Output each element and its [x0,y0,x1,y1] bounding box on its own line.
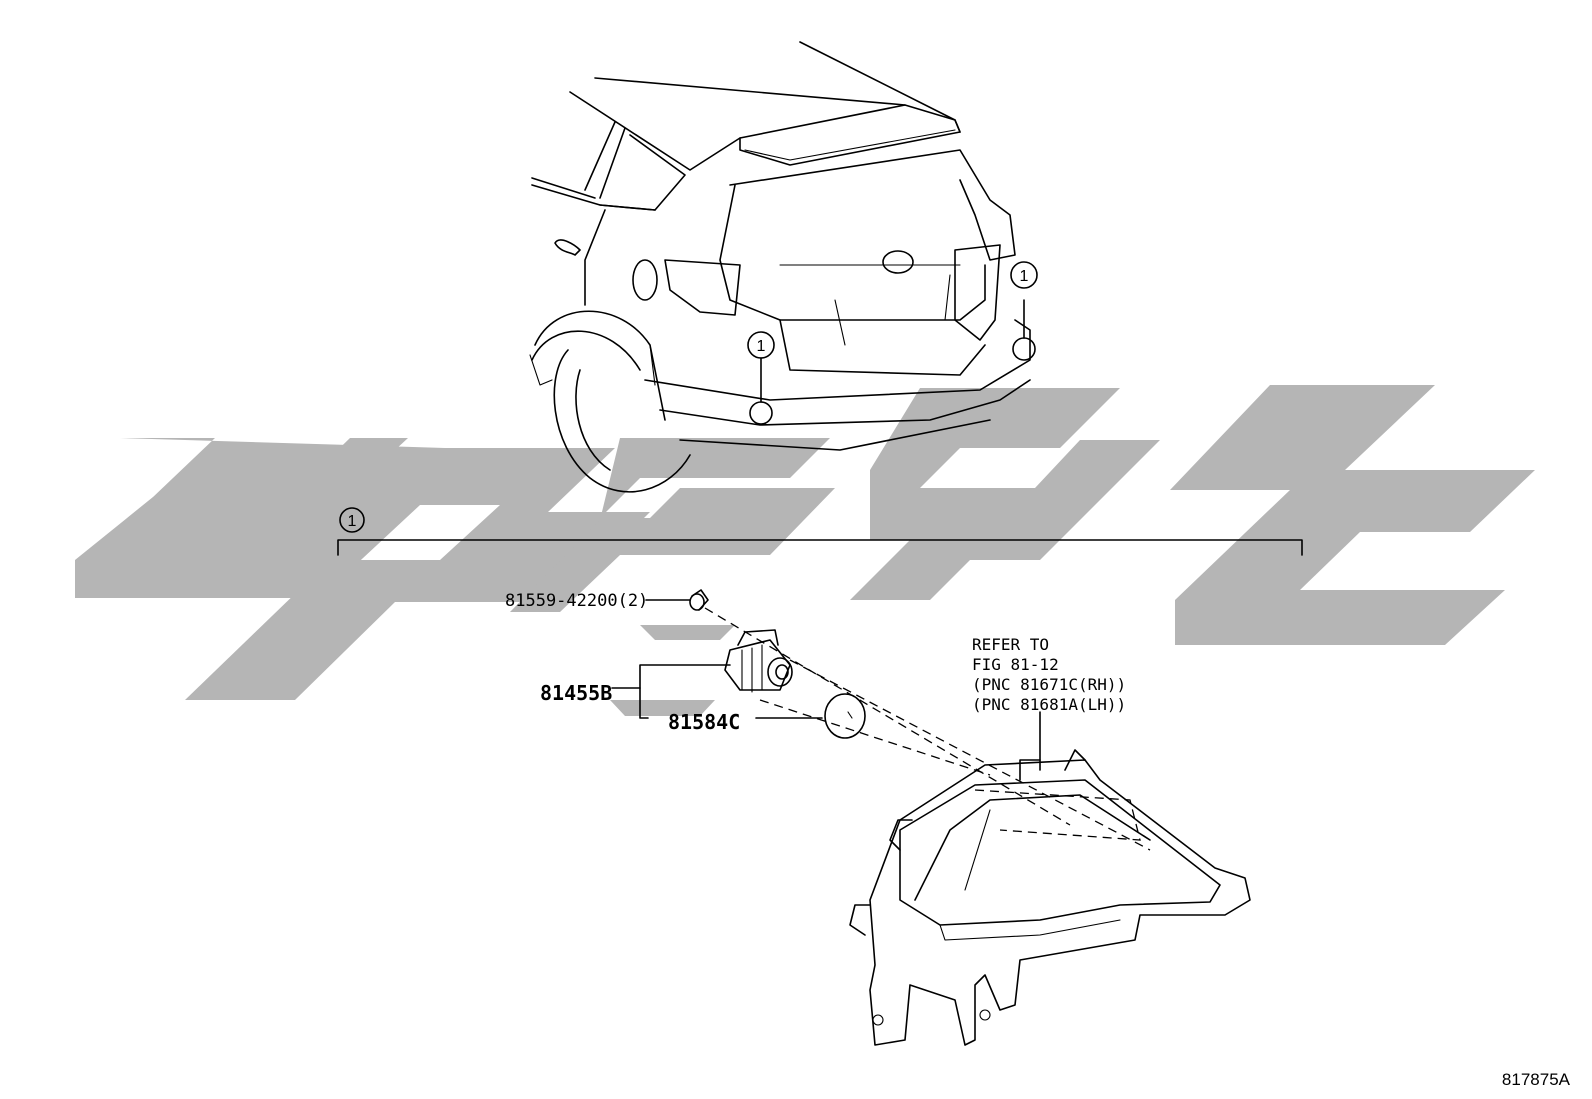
exploded-parts [611,589,1251,1046]
reflector-location-right [1012,337,1036,361]
group-index: 1 [348,513,357,530]
reference-line-2: FIG 81-12 [972,655,1059,674]
reference-line-3: (PNC 81671C(RH)) [972,675,1126,694]
socket-part [724,629,793,693]
vehicle-rear-view [529,41,1038,493]
part-number-screw: 81559-42200(2) [505,591,648,611]
group-bracket [337,507,1303,556]
reference-note: REFER TO FIG 81-12 (PNC 81671C(RH)) (PNC… [972,635,1126,714]
callout-index-right: 1 [1020,268,1029,285]
screw-part [689,589,709,611]
gasket-part [824,693,866,739]
lamp-body [849,749,1251,1046]
reference-line-4: (PNC 81681A(LH)) [972,695,1126,714]
reflector-location-left [749,401,773,425]
figure-id: 817875A [1502,1070,1571,1089]
callout-circle-left [747,331,775,359]
reference-line-1: REFER TO [972,635,1049,654]
part-number-socket: 81455B [540,681,612,705]
watermark-logo [75,385,1535,716]
callout-index-left: 1 [757,338,766,355]
part-number-gasket: 81584C [668,710,740,734]
callout-circle-right [1010,261,1038,289]
